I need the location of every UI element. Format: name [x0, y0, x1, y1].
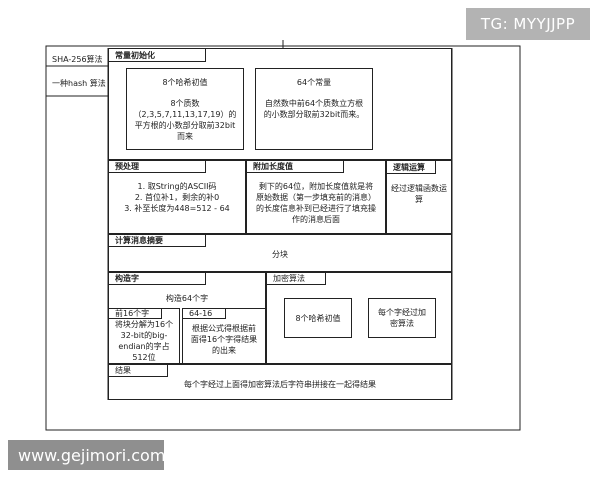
encrypt-node-hash: 8个哈希初值	[284, 298, 352, 338]
result-header: 结果	[108, 364, 168, 377]
preprocess-header: 预处理	[108, 160, 206, 173]
logic-header: 逻辑运算	[386, 160, 436, 174]
digest-desc: 分块	[272, 250, 288, 259]
preprocess-line2: 2. 首位补1，剩余的补0	[134, 193, 220, 202]
result-desc: 每个字经过上面得加密算法后字符串拼接在一起得结果	[184, 380, 376, 389]
hash-init-box: 8个哈希初值 8个质数（2,3,5,7,11,13,17,19）的平方根的小数部…	[126, 68, 244, 150]
rest-header: 64-16	[182, 308, 226, 319]
preprocess-line1: 1. 取String的ASCII码	[137, 182, 217, 191]
const-box: 64个常量 自然数中前64个质数立方根的小数部分取前32bit而来。	[255, 68, 373, 150]
first16-header: 前16个字	[108, 308, 162, 319]
append-desc: 剩下的64位，附加长度值就是将原始数据（第一步填充前的消息）的长度信息补到已经进…	[256, 182, 376, 224]
encrypt-header: 加密算法	[266, 272, 326, 285]
watermark-tg: TG: MYYJJPP	[466, 8, 590, 40]
encrypt-node-word: 每个字经过加密算法	[368, 298, 436, 338]
const-title: 64个常量	[296, 78, 332, 87]
const-desc: 自然数中前64个质数立方根的小数部分取前32bit而来。	[263, 99, 365, 119]
word-header: 构造字	[108, 272, 206, 285]
sidebar-title: SHA-256算法	[52, 55, 103, 64]
append-header: 附加长度值	[246, 160, 344, 173]
init-header: 常量初始化	[108, 48, 206, 62]
hash-init-title: 8个哈希初值	[162, 78, 208, 87]
hash-init-desc: 8个质数（2,3,5,7,11,13,17,19）的平方根的小数部分取前32bi…	[133, 99, 237, 141]
preprocess-line3: 3. 补至长度为448=512 - 64	[124, 204, 230, 213]
watermark-url-text: www.gejimori.com	[18, 445, 166, 465]
encrypt-node-word-label: 每个字经过加密算法	[378, 308, 426, 328]
first16-desc: 将块分解为16个32-bit的big-endian的字占512位	[114, 320, 174, 362]
watermark-tg-text: TG: MYYJJPP	[480, 15, 576, 33]
rest-desc: 根据公式得根据前面得16个字得结果的出来	[190, 324, 258, 355]
word-desc: 构造64个字	[165, 294, 209, 303]
watermark-url: www.gejimori.com	[8, 440, 166, 470]
sidebar-subtitle: 一种hash 算法	[52, 79, 106, 88]
logic-desc: 经过逻辑函数运算	[391, 184, 447, 204]
digest-header: 计算消息摘要	[108, 234, 206, 247]
encrypt-node-hash-label: 8个哈希初值	[295, 313, 341, 323]
